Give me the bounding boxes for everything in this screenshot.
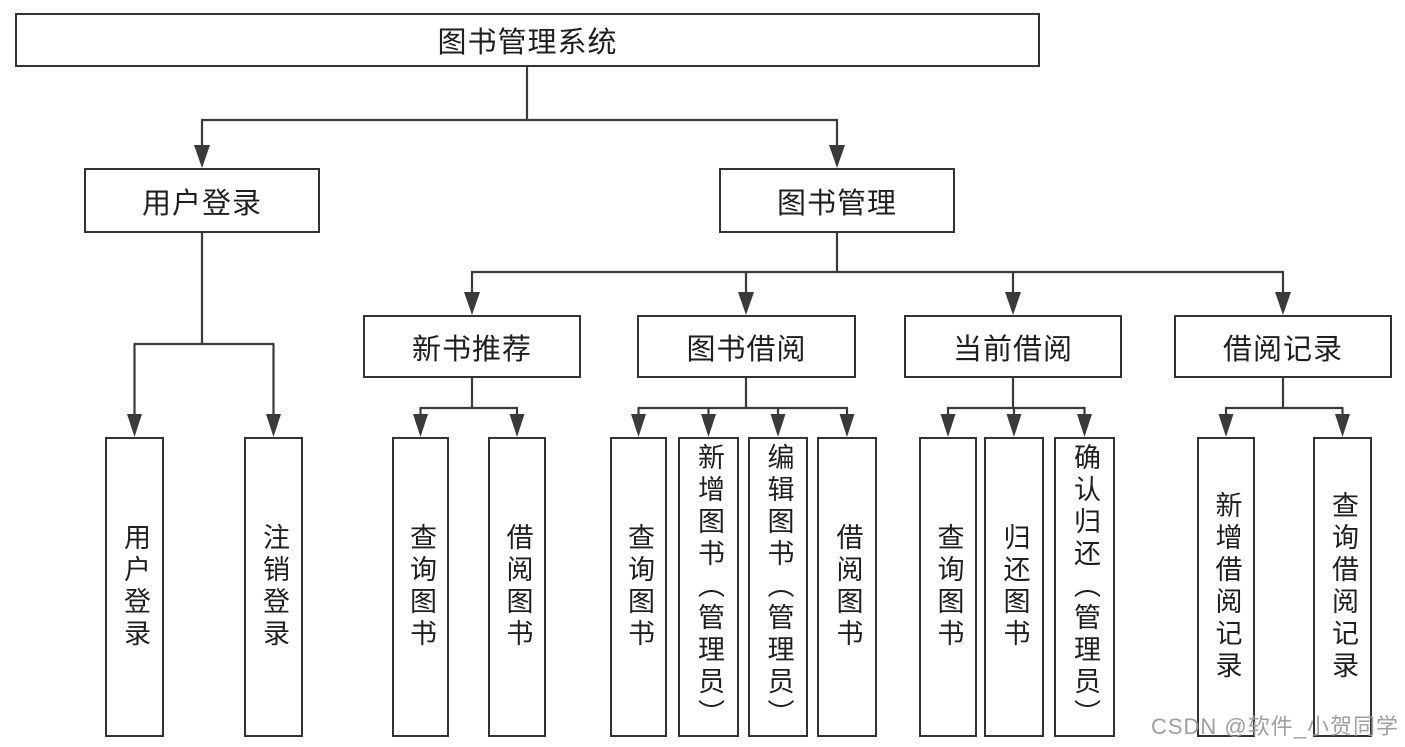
leaf-current-query-books: 查询图书	[919, 437, 977, 737]
leaf-confirm-return-admin-label: 确认归还（管理员）	[1070, 443, 1100, 731]
node-current-borrowing-label: 当前借阅	[952, 333, 1073, 366]
leaf-add-borrow-record: 新增借阅记录	[1197, 437, 1255, 737]
edge-book-mgmt-to-level2	[464, 233, 1291, 315]
leaf-confirm-return-admin: 确认归还（管理员）	[1054, 437, 1115, 737]
leaf-newbook-borrow-books-label: 借阅图书	[502, 523, 533, 651]
leaf-query-borrow-record-label: 查询借阅记录	[1328, 491, 1358, 683]
edge-book-borrow-to-leaves	[631, 378, 855, 437]
leaf-return-books: 归还图书	[984, 437, 1044, 737]
leaf-return-books-label: 归还图书	[999, 523, 1030, 651]
leaf-newbook-query-books: 查询图书	[392, 437, 449, 737]
node-system-root: 图书管理系统	[15, 13, 1040, 67]
leaf-logout: 注销登录	[244, 437, 303, 737]
node-new-book-recommend: 新书推荐	[363, 315, 581, 378]
leaf-user-login: 用户登录	[105, 437, 164, 737]
leaf-current-query-books-label: 查询图书	[933, 523, 964, 651]
leaf-add-borrow-record-label: 新增借阅记录	[1211, 491, 1242, 683]
node-new-book-recommend-label: 新书推荐	[411, 333, 532, 366]
leaf-borrow-books-label: 借阅图书	[832, 523, 863, 651]
edge-user-login-to-leaves	[127, 233, 281, 437]
edge-current-borrow-to-leaves	[940, 378, 1092, 437]
leaf-edit-books-admin-label: 编辑图书（管理员）	[763, 443, 794, 731]
csdn-watermark: CSDN @软件_小贺同学	[1150, 714, 1399, 739]
leaf-borrow-query-books-label: 查询图书	[624, 523, 654, 651]
leaf-edit-books-admin: 编辑图书（管理员）	[748, 437, 808, 737]
node-borrowing-records: 借阅记录	[1174, 315, 1392, 378]
edge-new-books-to-leaves	[413, 378, 525, 437]
leaf-query-borrow-record: 查询借阅记录	[1313, 437, 1372, 737]
node-book-borrowing-label: 图书借阅	[686, 333, 807, 366]
leaf-user-login-label: 用户登录	[120, 523, 150, 651]
node-book-management-label: 图书管理	[776, 187, 897, 220]
leaf-borrow-query-books: 查询图书	[610, 437, 667, 737]
leaf-newbook-query-books-label: 查询图书	[406, 523, 436, 651]
leaf-newbook-borrow-books: 借阅图书	[488, 437, 546, 737]
node-user-login-label: 用户登录	[141, 187, 262, 220]
edge-borrow-records-to-leaves	[1218, 378, 1350, 437]
node-borrowing-records-label: 借阅记录	[1222, 333, 1343, 366]
edge-root-to-level1	[194, 67, 845, 168]
node-current-borrowing: 当前借阅	[904, 315, 1122, 378]
leaf-logout-label: 注销登录	[259, 523, 289, 651]
leaf-add-books-admin: 新增图书（管理员）	[678, 437, 739, 737]
node-book-management: 图书管理	[719, 168, 955, 233]
node-user-login: 用户登录	[84, 168, 320, 233]
node-book-borrowing: 图书借阅	[637, 315, 856, 378]
leaf-borrow-books: 借阅图书	[817, 437, 877, 737]
node-system-root-label: 图书管理系统	[437, 27, 618, 59]
leaf-add-books-admin-label: 新增图书（管理员）	[694, 443, 724, 731]
